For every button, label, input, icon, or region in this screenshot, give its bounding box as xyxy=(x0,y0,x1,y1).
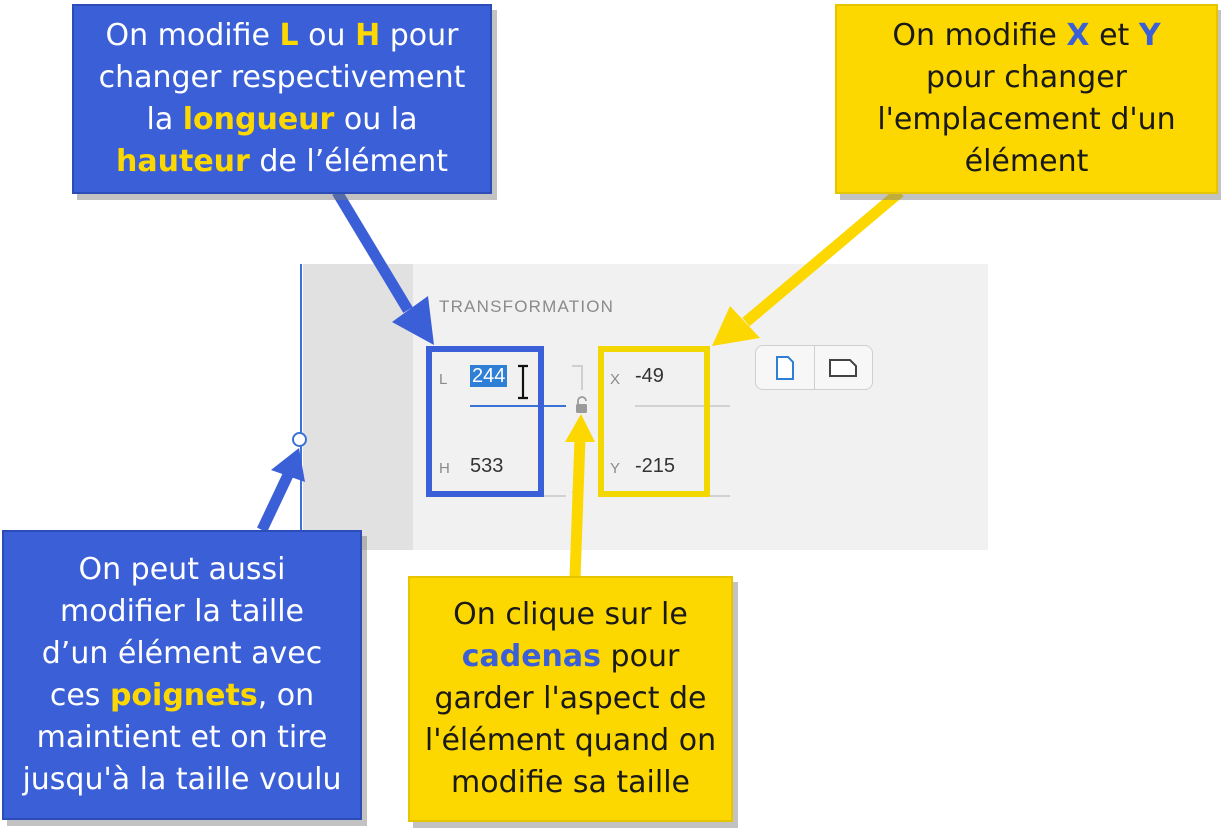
arrow-to-size-fields xyxy=(332,189,434,345)
width-input-underline xyxy=(470,405,566,407)
size-fields-highlight xyxy=(426,346,544,497)
canvas-area xyxy=(303,264,413,550)
text-cursor-icon xyxy=(518,364,528,400)
position-fields-highlight xyxy=(598,346,710,497)
arrow-to-position-fields xyxy=(712,187,904,346)
x-input-underline xyxy=(635,405,730,407)
y-label: Y xyxy=(610,460,621,477)
callout-size-fields: On modifie L ou H pour changer respectiv… xyxy=(72,4,492,194)
width-label: L xyxy=(439,371,448,388)
y-input[interactable]: -215 xyxy=(635,455,676,477)
landscape-page-icon xyxy=(829,358,858,377)
unlocked-padlock-icon[interactable] xyxy=(574,396,590,414)
section-title: TRANSFORMATION xyxy=(439,297,615,316)
callout-lock: On clique sur le cadenas pour garder l'a… xyxy=(408,576,733,822)
portrait-page-icon xyxy=(775,355,794,380)
orientation-toggle xyxy=(755,345,873,390)
arrow-to-resize-handle xyxy=(257,448,305,533)
x-input[interactable]: -49 xyxy=(635,365,664,387)
resize-handle[interactable] xyxy=(292,432,307,447)
x-label: X xyxy=(610,371,621,388)
width-value-selected: 244 xyxy=(470,365,508,387)
arrow-to-lock xyxy=(565,414,595,579)
transformation-panel xyxy=(413,264,988,550)
artboard-edge xyxy=(300,264,302,530)
callout-position-fields: On modifie X et Y pour changer l'emplace… xyxy=(835,4,1218,194)
landscape-button[interactable] xyxy=(813,346,873,389)
height-label: H xyxy=(439,460,450,477)
height-input[interactable]: 533 xyxy=(470,455,504,477)
callout-resize-handles: On peut aussi modifier la taille d’un él… xyxy=(2,530,362,820)
width-input[interactable]: 244 xyxy=(470,365,508,388)
portrait-button[interactable] xyxy=(756,346,814,389)
